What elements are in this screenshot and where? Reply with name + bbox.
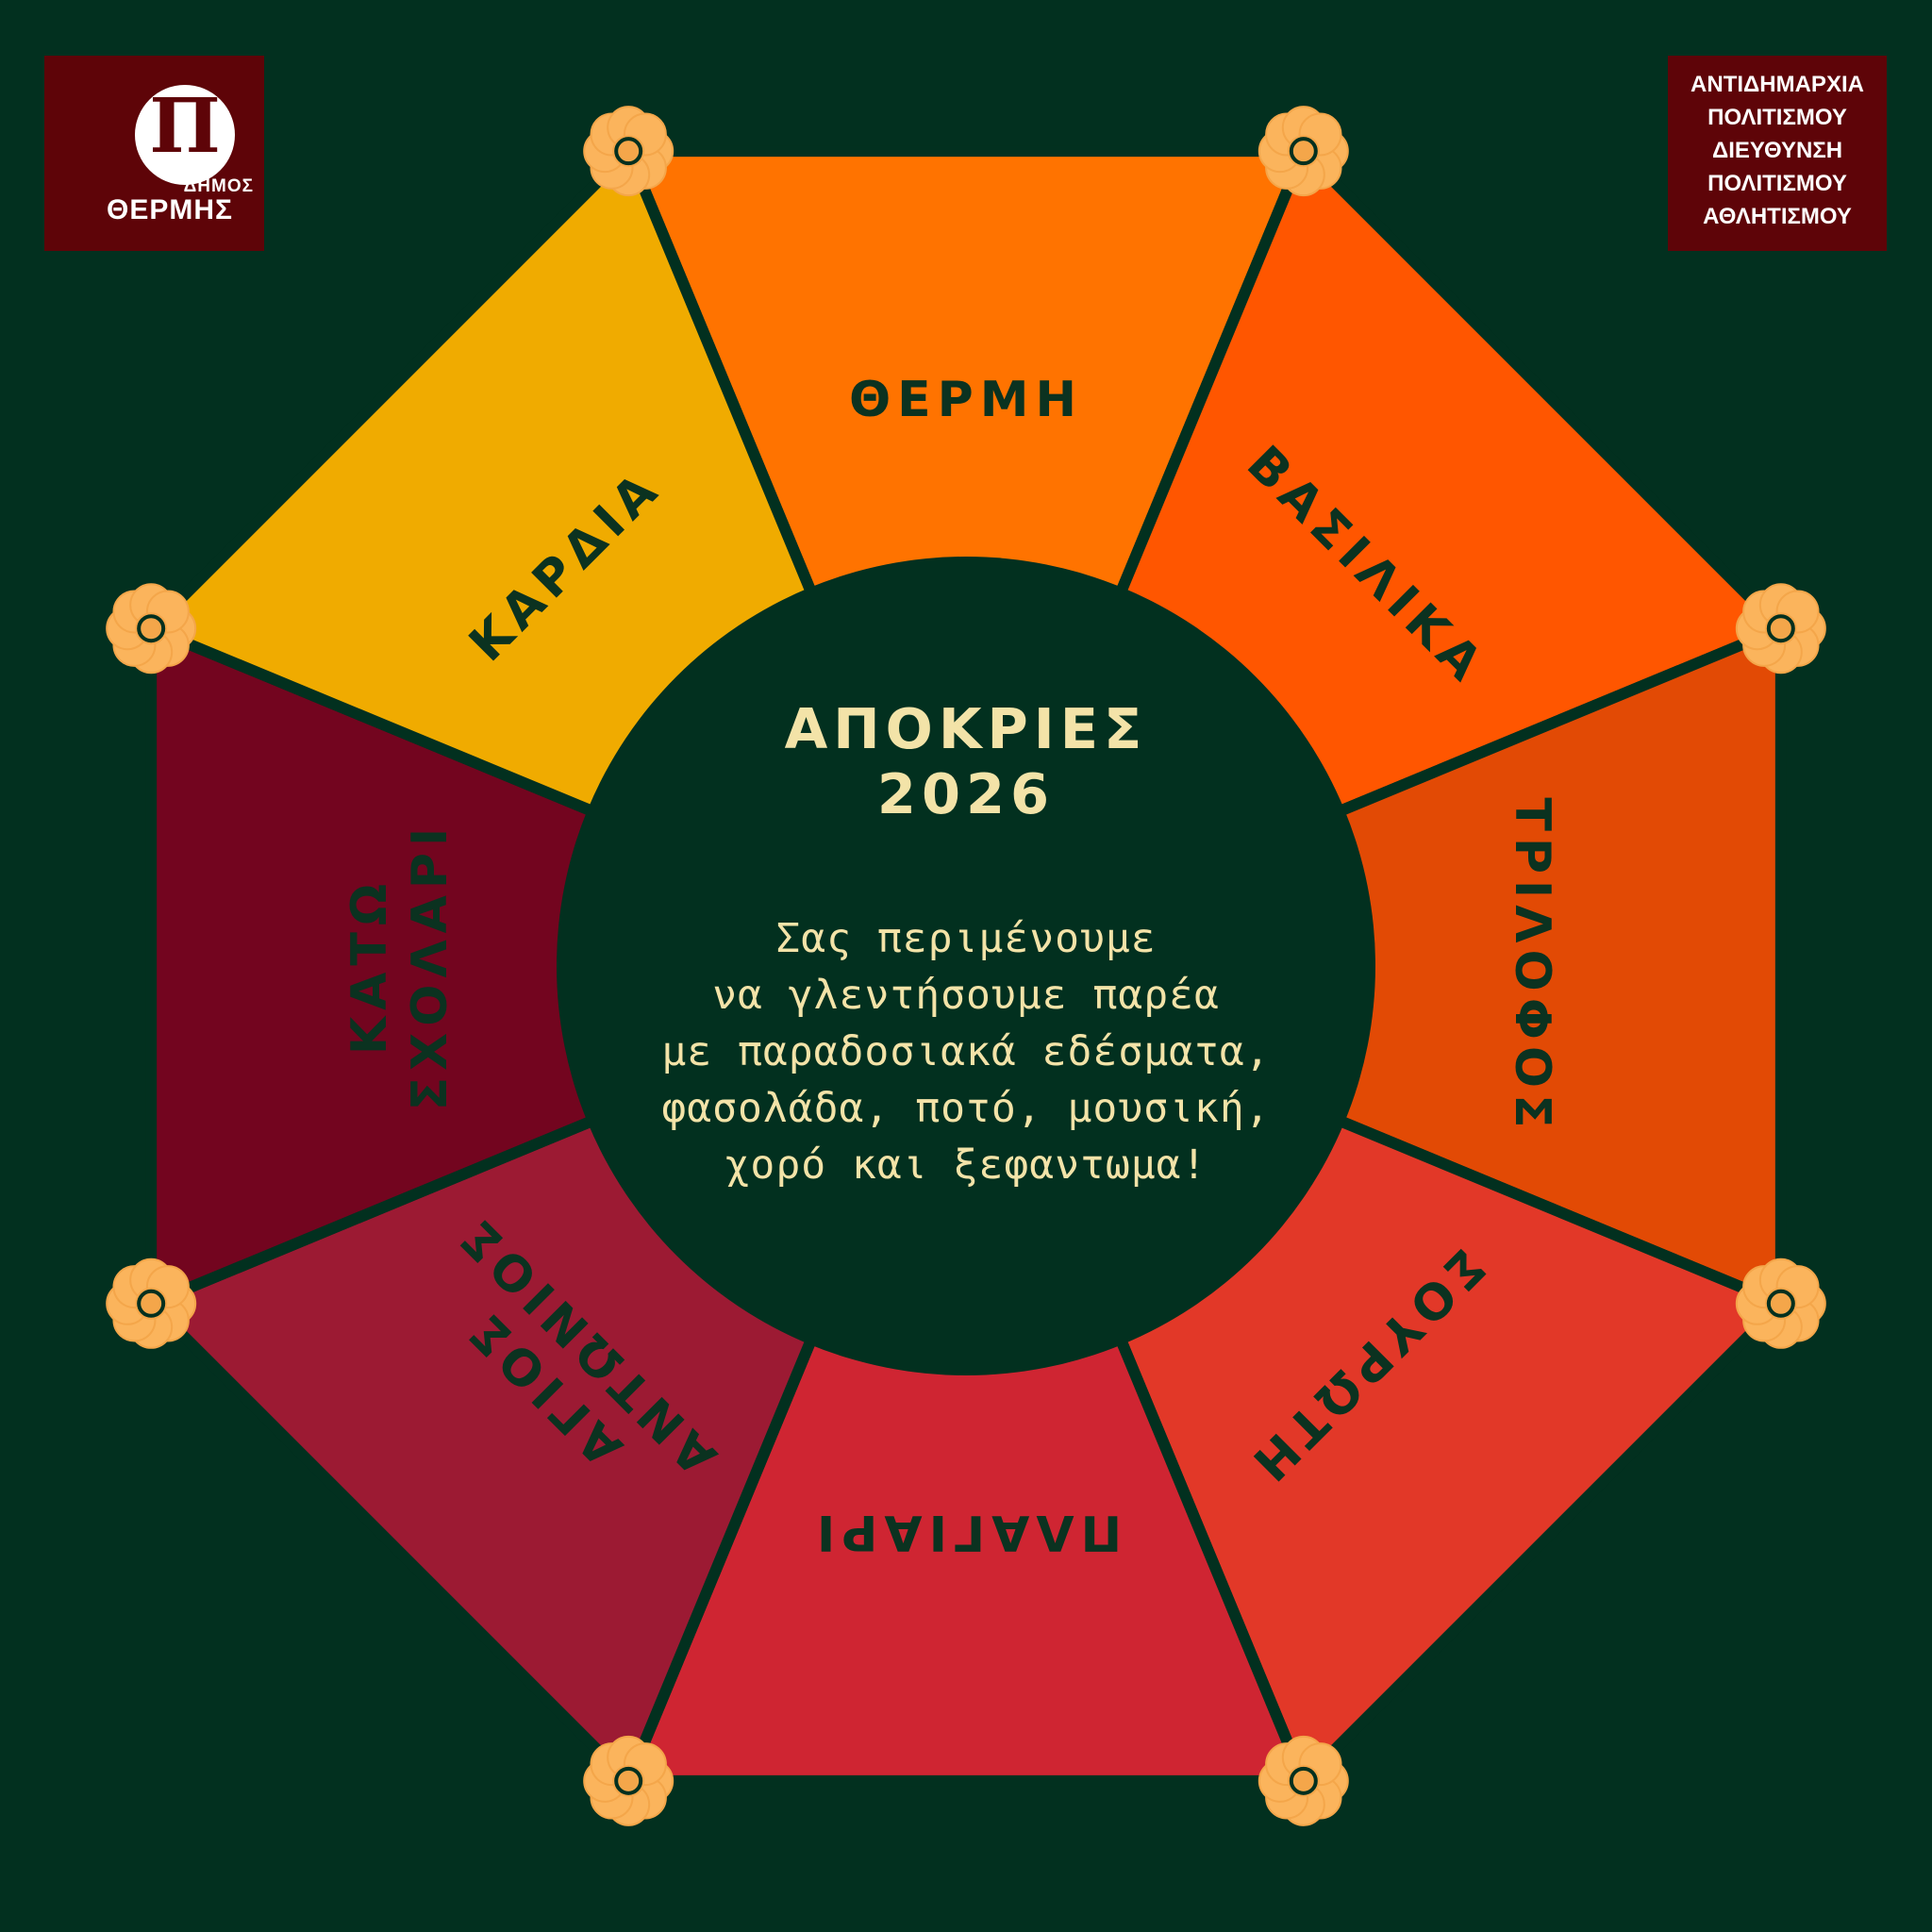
event-title: ΑΠΟΚΡΙΕΣ 2026 (566, 696, 1366, 826)
village-name: ΚΑΤΩ (341, 877, 398, 1055)
department-line: ΠΟΛΙΤΙΣΜΟΥ (1707, 171, 1847, 196)
segment-label-2: ΤΡΙΛΟΦΟΣ (1504, 797, 1560, 1134)
village-name: ΠΛΑΓΙΑΡΙ (810, 1504, 1122, 1560)
logo-emblem-icon: Π (135, 81, 235, 185)
message-line: να γλεντήσουμε παρέα (712, 972, 1220, 1019)
village-name: ΘΕΡΜΗ (849, 372, 1083, 428)
message-line: Σας περιμένουμε (775, 915, 1157, 962)
segment-label-0: ΘΕΡΜΗ (849, 372, 1083, 428)
message-line: φασολάδα, ποτό, μουσική, (661, 1085, 1271, 1132)
segment-label-4: ΠΛΑΓΙΑΡΙ (810, 1504, 1122, 1560)
center-disc (557, 557, 1375, 1375)
flower-icon (583, 1735, 675, 1826)
village-name: ΤΡΙΛΟΦΟΣ (1504, 797, 1560, 1134)
flower-icon (583, 106, 675, 197)
message-line: χορό και ξεφαντωμα! (724, 1141, 1208, 1189)
logo-glyph: Π (149, 81, 221, 170)
flower-icon (1735, 1257, 1826, 1349)
flower-icon (106, 583, 197, 675)
message-line: με παραδοσιακά εδέσματα, (661, 1028, 1271, 1075)
village-name: ΣΧΟΛΑΡΙ (402, 822, 458, 1111)
logo-small-text: ΔΗΜΟΣ (183, 176, 254, 196)
invitation-message: Σας περιμένουμε να γλεντήσουμε παρέα με … (566, 910, 1366, 1193)
event-title-year: 2026 (876, 761, 1056, 826)
municipality-logo: Π ΔΗΜΟΣ ΘΕΡΜΗΣ (44, 56, 264, 251)
event-title-line1: ΑΠΟΚΡΙΕΣ (784, 696, 1148, 761)
flower-icon (1257, 106, 1349, 197)
department-line: ΑΘΛΗΤΙΣΜΟΥ (1703, 204, 1852, 229)
logo-big-text: ΘΕΡΜΗΣ (106, 194, 233, 225)
flower-icon (1735, 583, 1826, 675)
flower-icon (106, 1257, 197, 1349)
flower-icon (1257, 1735, 1349, 1826)
department-box: ΑΝΤΙΔΗΜΑΡΧΙΑ ΠΟΛΙΤΙΣΜΟΥ ΔΙΕΥΘΥΝΣΗ ΠΟΛΙΤΙ… (1668, 56, 1887, 251)
department-line: ΠΟΛΙΤΙΣΜΟΥ (1707, 105, 1847, 130)
department-line: ΔΙΕΥΘΥΝΣΗ (1711, 138, 1843, 163)
department-line: ΑΝΤΙΔΗΜΑΡΧΙΑ (1690, 72, 1864, 97)
